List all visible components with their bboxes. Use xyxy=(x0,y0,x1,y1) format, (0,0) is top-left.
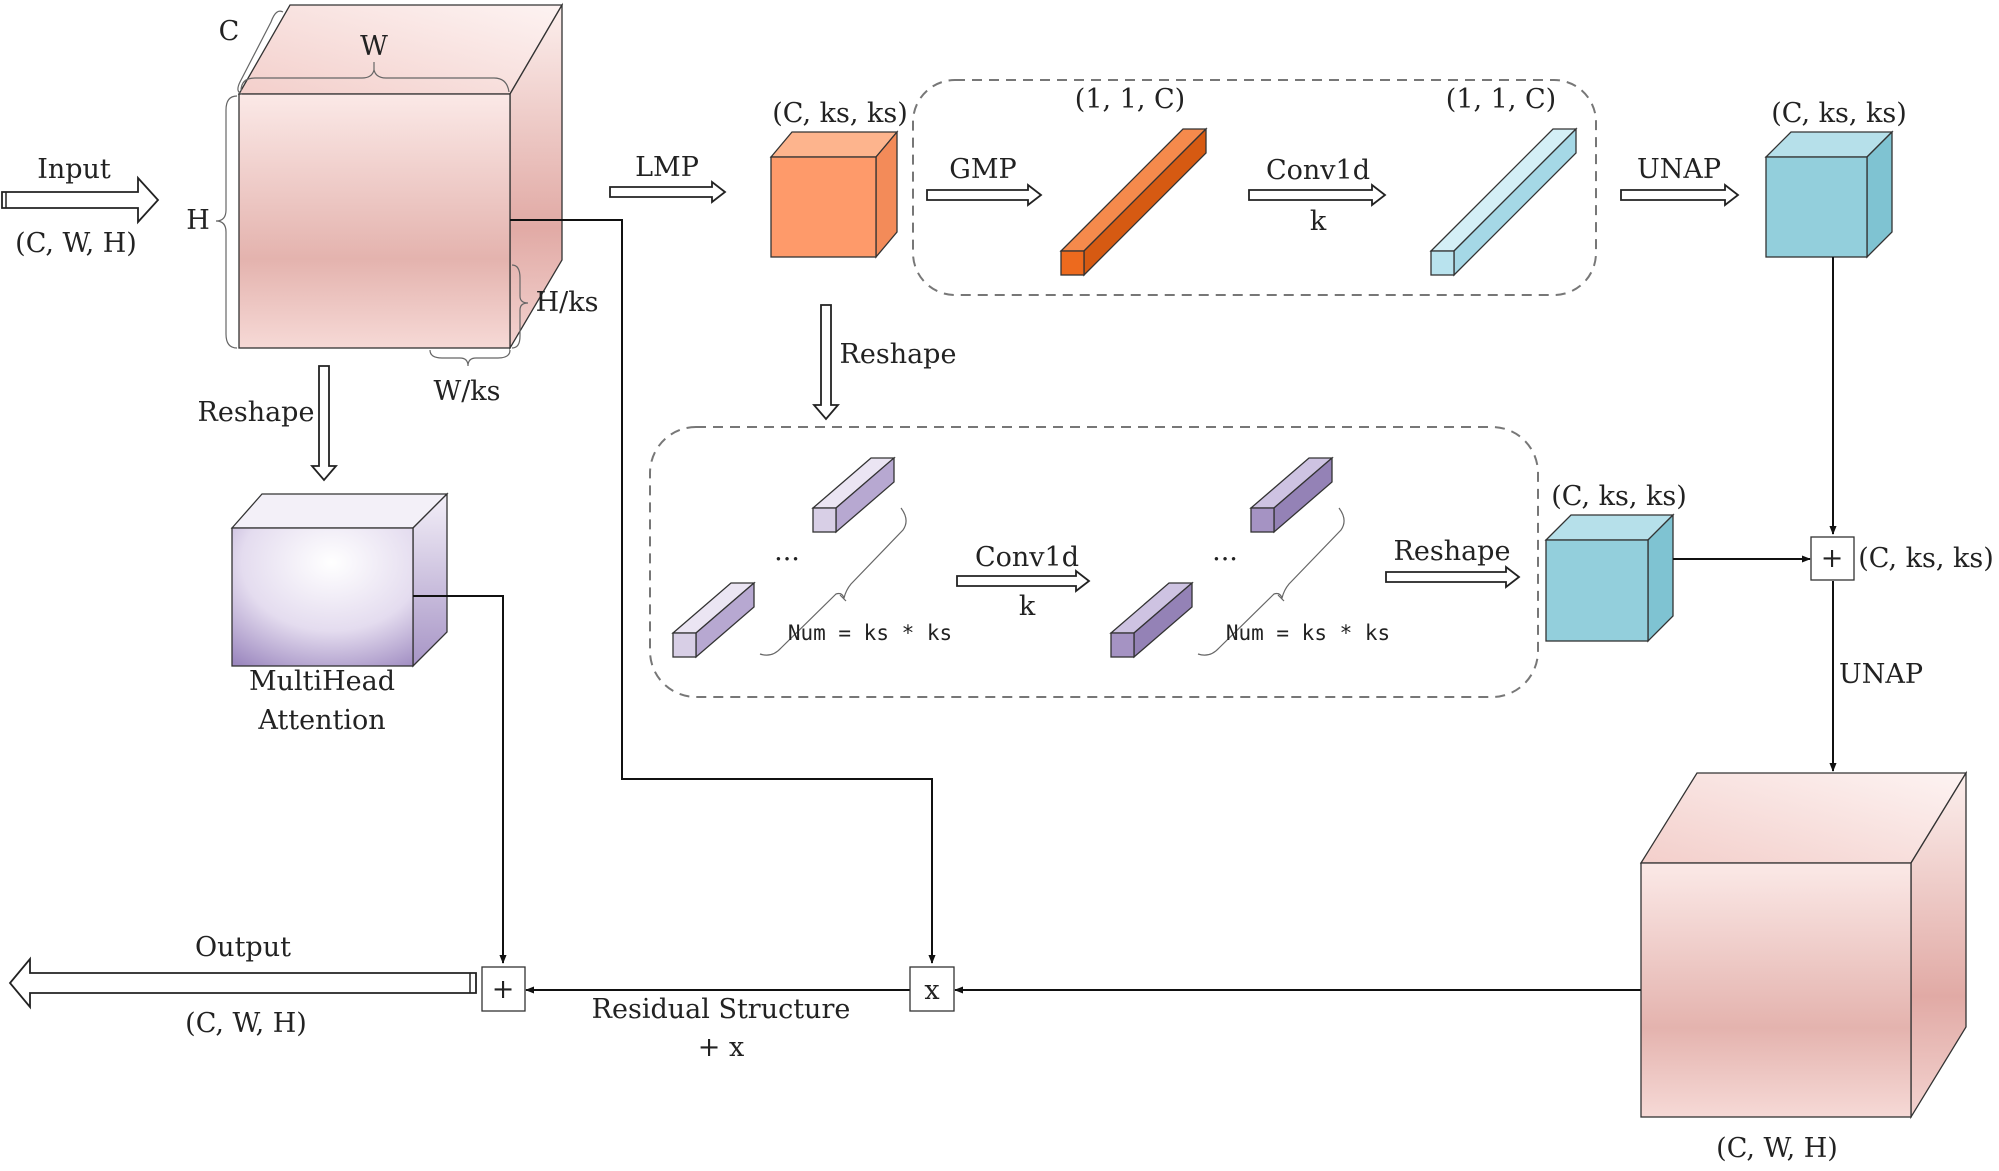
plus-right-symbol: + xyxy=(1821,543,1844,574)
times-symbol: x xyxy=(924,975,939,1006)
reshape-mid-label: Reshape xyxy=(840,339,957,370)
reshape-mid-arrow xyxy=(812,304,840,421)
local-vector-a-bottom xyxy=(671,581,756,659)
brace-num-a xyxy=(759,507,907,656)
spatial-weight-cube xyxy=(1544,513,1675,643)
input-feature-cube xyxy=(237,2,564,351)
channel-weight-cube xyxy=(1764,130,1894,259)
conv1d-mid-label: Conv1d xyxy=(975,542,1079,573)
attention-to-output-line xyxy=(413,595,507,964)
residual-label-line2: + x xyxy=(698,1032,744,1063)
reshape-right-arrow xyxy=(1385,565,1521,589)
dim-h-label: H xyxy=(186,205,210,236)
unap-right-label: UNAP xyxy=(1839,659,1923,690)
shape-ckk-top-label: (C, ks, ks) xyxy=(772,98,908,129)
spatial-channel-sum-node xyxy=(1810,536,1855,581)
brace-h xyxy=(215,95,238,349)
brace-num-b-tick xyxy=(1277,594,1285,602)
output-shape-label: (C, W, H) xyxy=(185,1008,307,1039)
multihead-attention-cube xyxy=(230,492,449,668)
num-b-label: Num = ks * ks xyxy=(1226,621,1390,645)
unap-top-label: UNAP xyxy=(1637,154,1721,185)
local-vector-b-top xyxy=(1249,456,1334,534)
lmp-label: LMP xyxy=(635,152,699,183)
dim-c-label: C xyxy=(219,16,240,47)
local-vector-a-top xyxy=(811,456,896,534)
attention-label-line2: Attention xyxy=(257,705,385,736)
gmp-label: GMP xyxy=(949,154,1016,185)
brace-wks xyxy=(429,349,511,367)
output-sum-node xyxy=(481,966,526,1012)
attention-label-line1: MultiHead xyxy=(249,666,395,697)
channel-vector-orange xyxy=(1059,127,1208,277)
reshape-left-arrow xyxy=(310,365,338,482)
channel-vector-blue xyxy=(1429,127,1578,277)
brace-c xyxy=(237,10,284,95)
lmp-arrow xyxy=(609,180,727,204)
local-vector-b-bottom xyxy=(1109,581,1194,659)
k-top-label: k xyxy=(1310,206,1327,237)
output-weight-cube xyxy=(1639,770,1968,1120)
input-label: Input xyxy=(37,154,111,185)
reshape-left-label: Reshape xyxy=(198,397,315,428)
output-label: Output xyxy=(195,932,291,963)
residual-label-line1: Residual Structure xyxy=(592,994,851,1025)
shape-11c-a-label: (1, 1, C) xyxy=(1075,84,1185,115)
input-shape-label: (C, W, H) xyxy=(15,228,137,259)
shape-cwh-bottom-label: (C, W, H) xyxy=(1716,1133,1838,1164)
dim-hks-label: H/ks xyxy=(536,287,599,318)
multiply-node xyxy=(909,966,955,1012)
shape-11c-b-label: (1, 1, C) xyxy=(1446,84,1556,115)
dim-wks-label: W/ks xyxy=(433,376,500,407)
gmp-arrow xyxy=(926,183,1043,207)
num-a-label: Num = ks * ks xyxy=(788,621,952,645)
shape-ckk-side-label: (C, ks, ks) xyxy=(1858,543,1994,574)
conv1d-top-label: Conv1d xyxy=(1266,155,1370,186)
reshape-right-label: Reshape xyxy=(1394,536,1511,567)
pooled-cube-orange xyxy=(769,130,899,259)
unap-top-arrow xyxy=(1620,183,1740,207)
input-skip-line xyxy=(510,219,936,964)
shape-ckk-mid-label: (C, ks, ks) xyxy=(1551,481,1687,512)
input-arrow xyxy=(1,175,160,225)
plus-out-symbol: + xyxy=(492,974,515,1005)
ellipsis-b: ... xyxy=(1212,536,1238,567)
ellipsis-a: ... xyxy=(774,536,800,567)
dim-w-label: W xyxy=(360,31,388,62)
channel-attention-group xyxy=(912,79,1597,296)
k-mid-label: k xyxy=(1019,591,1036,622)
output-arrow xyxy=(8,956,477,1010)
brace-hks xyxy=(511,264,529,349)
brace-num-b xyxy=(1197,507,1345,656)
connectors xyxy=(413,219,1837,994)
shape-ckk-right-label: (C, ks, ks) xyxy=(1771,98,1907,129)
brace-num-a-tick xyxy=(839,594,847,602)
conv1d-top-arrow xyxy=(1248,183,1387,207)
conv1d-mid-arrow xyxy=(956,569,1091,593)
spatial-attention-group xyxy=(649,426,1539,698)
